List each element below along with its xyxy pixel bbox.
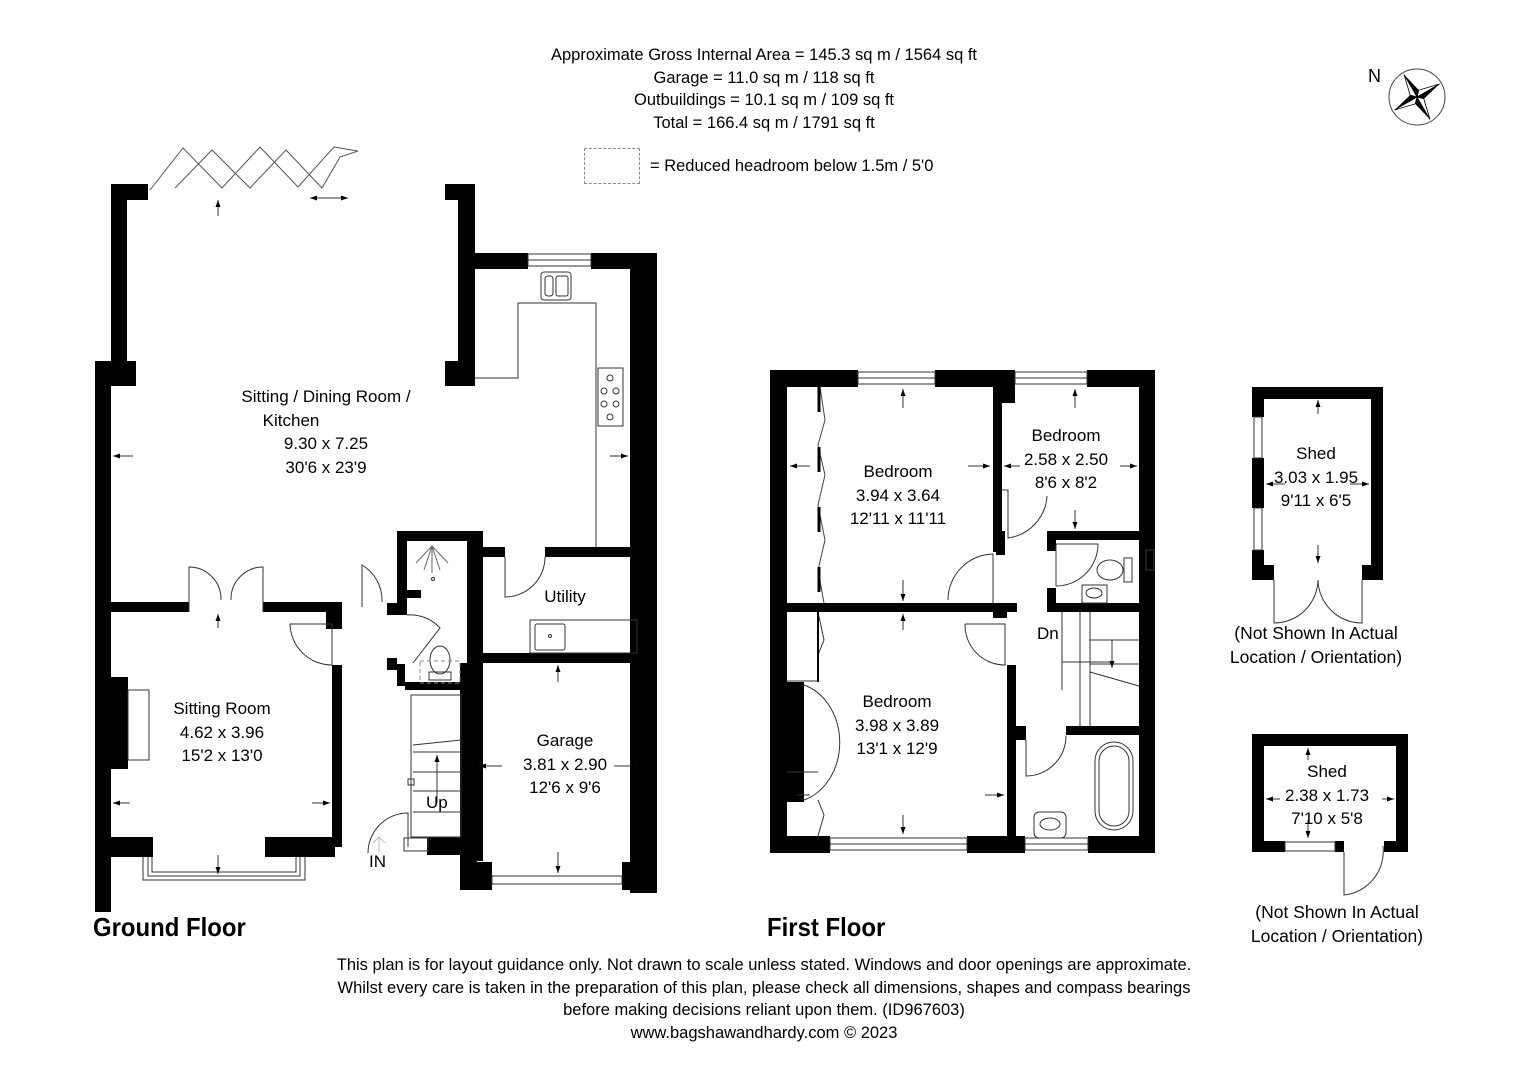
room-imperial: 7'10 x 5'8: [1291, 809, 1363, 828]
stairs-up-label: Up: [426, 793, 448, 812]
room-label-bedroom-2: Bedroom 2.58 x 2.50 8'6 x 8'2: [1024, 424, 1108, 495]
area-summary: Approximate Gross Internal Area = 145.3 …: [0, 44, 1528, 134]
disclaimer-line-3: before making decisions reliant upon the…: [563, 1001, 965, 1019]
room-name: Bedroom: [1031, 426, 1101, 445]
compass: N: [1366, 66, 1446, 130]
room-name: Sitting / Dining Room /: [241, 387, 411, 406]
room-imperial: 12'6 x 9'6: [529, 778, 601, 797]
room-imperial: 13'1 x 12'9: [856, 739, 938, 758]
room-label-sitting-room: Sitting Room 4.62 x 3.96 15'2 x 13'0: [173, 697, 270, 768]
room-metric: 3.94 x 3.64: [855, 485, 941, 505]
room-name: Bedroom: [862, 692, 932, 711]
room-name: Garage: [536, 731, 594, 750]
room-label-bedroom-3: Bedroom 3.98 x 3.89 13'1 x 12'9: [855, 690, 939, 761]
room-imperial: 9'11 x 6'5: [1280, 491, 1352, 510]
room-metric: 3.98 x 3.89: [854, 715, 940, 735]
total-area: Total = 166.4 sq m / 1791 sq ft: [653, 113, 875, 132]
room-metric: 4.62 x 3.96: [179, 722, 265, 742]
room-label-shed-1: Shed 3.03 x 1.95 9'11 x 6'5: [1274, 442, 1358, 513]
ground-floor-walls: [95, 184, 657, 912]
room-name: Bedroom: [863, 462, 933, 481]
room-name: Shed: [1307, 762, 1347, 781]
disclaimer: This plan is for layout guidance only. N…: [0, 954, 1528, 1044]
shed-1-dimension-arrows: [1266, 400, 1369, 563]
room-metric: 9.30 x 7.25: [283, 434, 369, 453]
ground-floor-dimension-arrows: [113, 195, 637, 874]
first-floor-fixtures: [787, 371, 1155, 851]
shed-2-dimension-arrows: [1266, 748, 1394, 838]
room-label-garage: Garage 3.81 x 2.90 12'6 x 9'6: [523, 729, 607, 800]
first-floor-title: First Floor: [767, 912, 886, 942]
shed-1-fixtures: [1253, 416, 1363, 624]
shed-2-walls: [1252, 734, 1408, 852]
first-floor-walls: [770, 370, 1155, 853]
room-metric: 2.58 x 2.50: [1023, 449, 1109, 469]
copyright-line: www.bagshawandhardy.com © 2023: [630, 1023, 898, 1042]
shed-2-fixtures: [1284, 841, 1384, 896]
stairs-down-label: Dn: [1037, 624, 1059, 643]
gross-internal-area: Approximate Gross Internal Area = 145.3 …: [550, 46, 978, 64]
room-label-shed-2: Shed 2.38 x 1.73 7'10 x 5'8: [1285, 760, 1369, 831]
room-imperial: 15'2 x 13'0: [181, 746, 263, 765]
entrance-label: IN: [369, 852, 386, 871]
shed-2-note: (Not Shown In Actual Location / Orientat…: [1251, 901, 1423, 948]
compass-rose-icon: [1388, 68, 1446, 126]
room-metric: 3.03 x 1.95: [1273, 467, 1359, 487]
shed-1-note: (Not Shown In Actual Location / Orientat…: [1230, 622, 1402, 669]
room-label-sitting-dining-kitchen: Sitting / Dining Room / Kitchen 9.30 x 7…: [241, 385, 410, 479]
legend-text: = Reduced headroom below 1.5m / 5'0: [650, 156, 934, 175]
disclaimer-line-2: Whilst every care is taken in the prepar…: [337, 978, 1191, 997]
note-line: (Not Shown In Actual: [1255, 902, 1419, 922]
room-label-bedroom-1: Bedroom 3.94 x 3.64 12'11 x 11'11: [850, 460, 946, 531]
ground-floor-fixtures: [127, 146, 638, 885]
room-name: Shed: [1296, 444, 1336, 463]
note-line: (Not Shown In Actual: [1234, 623, 1398, 643]
room-imperial: 8'6 x 8'2: [1034, 473, 1098, 492]
room-label-utility: Utility: [544, 585, 586, 609]
room-name-cont: Kitchen: [262, 410, 320, 430]
room-imperial: 12'11 x 11'11: [849, 509, 947, 528]
entrance-arrow-icon: [372, 836, 386, 852]
first-floor-dimension-arrows: [790, 389, 1137, 834]
note-line: Location / Orientation): [1250, 925, 1424, 946]
disclaimer-line-1: This plan is for layout guidance only. N…: [336, 956, 1192, 974]
room-metric: 3.81 x 2.90: [522, 754, 608, 774]
headroom-legend: = Reduced headroom below 1.5m / 5'0: [584, 146, 933, 186]
dashed-box-icon: [584, 148, 640, 184]
room-metric: 2.38 x 1.73: [1284, 785, 1370, 805]
room-imperial: 30'6 x 23'9: [285, 457, 367, 477]
garage-area: Garage = 11.0 sq m / 118 sq ft: [653, 68, 875, 87]
room-name: Utility: [544, 587, 586, 606]
north-label: N: [1368, 66, 1381, 86]
shed-1-walls: [1252, 387, 1383, 580]
note-line: Location / Orientation): [1229, 646, 1403, 667]
outbuildings-area: Outbuildings = 10.1 sq m / 109 sq ft: [633, 91, 895, 109]
room-name: Sitting Room: [173, 699, 271, 718]
ground-floor-title: Ground Floor: [93, 912, 246, 942]
